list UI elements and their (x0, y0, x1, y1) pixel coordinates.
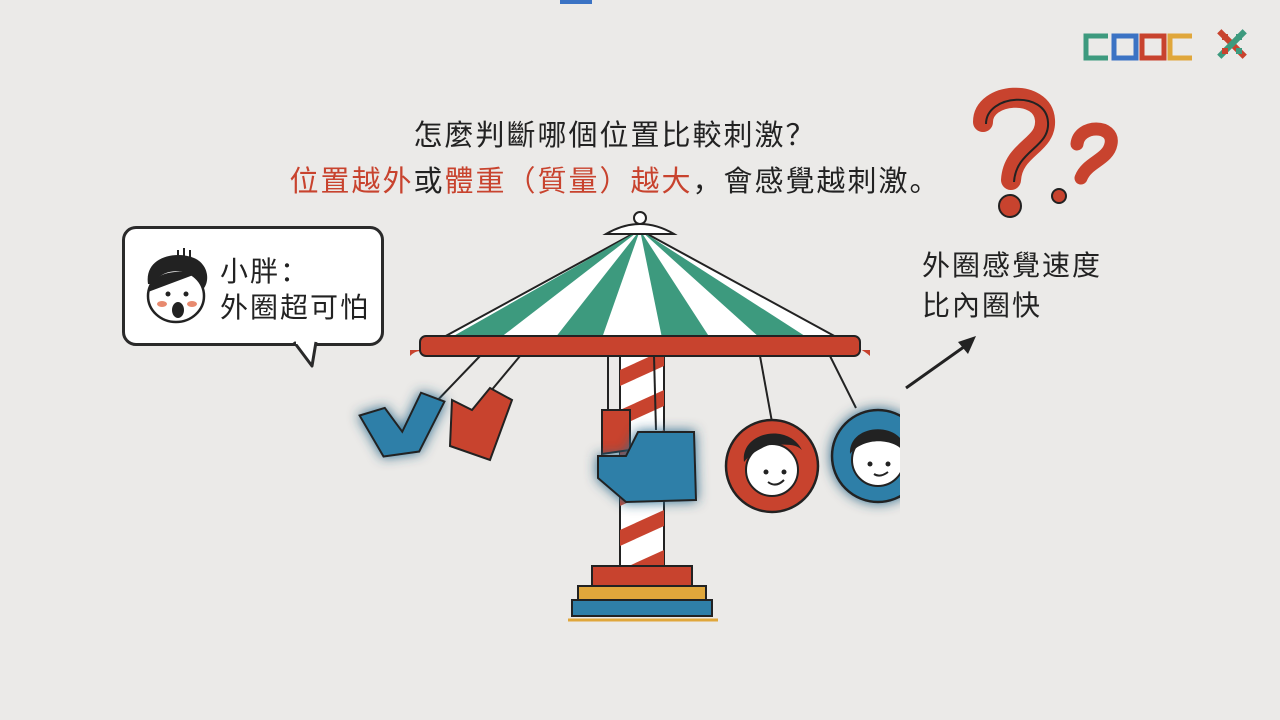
answer-highlight-mass: 體重（質量）越大 (444, 164, 693, 198)
scared-kid-avatar (146, 248, 208, 324)
swing-seat-blue-left (358, 391, 446, 458)
kid-blue-seat (830, 408, 900, 504)
speech-line: 外圈超可怕 (220, 291, 371, 324)
kid-red-seat (724, 418, 820, 514)
small-question-mark-icon (1051, 122, 1118, 204)
top-progress-mark (560, 0, 592, 4)
swing-seat-red-center (601, 409, 631, 456)
speed-note-line-2: 比內圈快 (922, 289, 1043, 322)
swing-seat-blue-center (597, 431, 698, 504)
speaker-name: 小胖： (220, 255, 311, 288)
carousel-base (568, 565, 718, 622)
speed-note: 外圈感覺速度 比內圈快 (922, 246, 1102, 326)
question-text: 怎麼判斷哪個位置比較刺激？ (413, 118, 817, 152)
cooc-logo (1083, 33, 1192, 61)
big-question-mark-icon (973, 87, 1055, 218)
answer-connector: 或 (413, 164, 445, 198)
answer-highlight-position: 位置越外 (289, 164, 414, 198)
answer-conclusion: ，會感覺越刺激。 (692, 164, 941, 198)
logo-group (1083, 29, 1247, 61)
cross-logo (1217, 29, 1247, 59)
speech-bubble-tail (292, 340, 318, 368)
swing-carousel-illustration (358, 211, 900, 622)
speed-note-line-1: 外圈感覺速度 (922, 249, 1103, 282)
question-marks-icon (973, 87, 1118, 218)
swing-seat-red-left (448, 386, 514, 462)
carousel-canopy (410, 211, 870, 357)
arrow-up-right-icon (905, 336, 976, 390)
answer-text: 位置越外或體重（質量）越大，會感覺越刺激。 (0, 158, 1230, 200)
speech-text: 小胖： 外圈超可怕 (220, 254, 370, 326)
